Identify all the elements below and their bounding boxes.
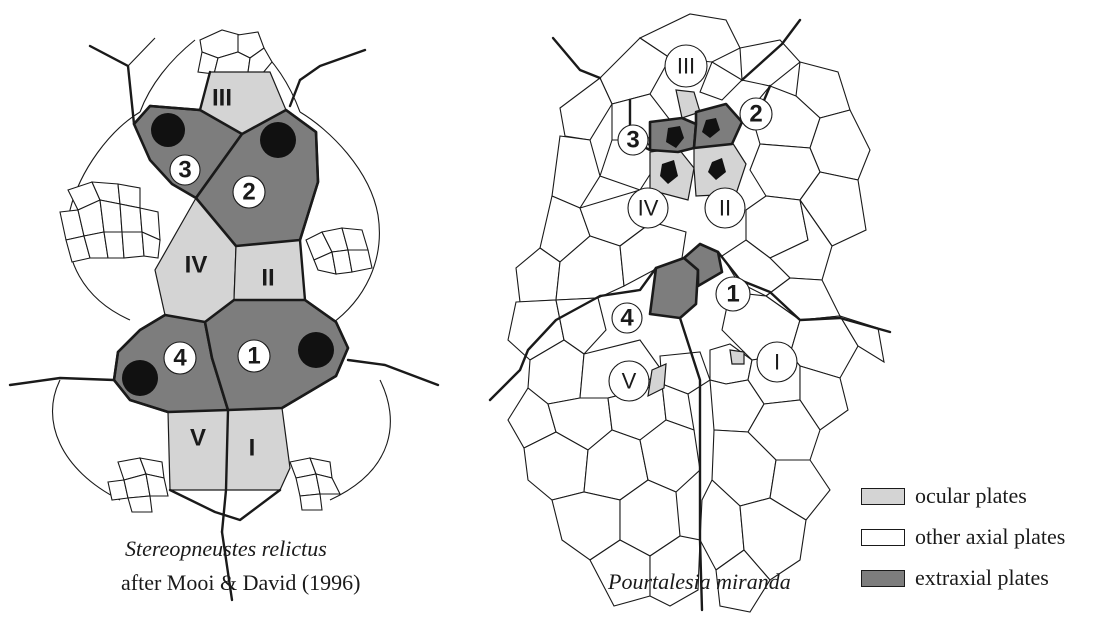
left-label-1: 1 — [247, 343, 260, 370]
left-pore-4 — [122, 360, 158, 396]
legend-item-ocular: ocular plates — [861, 483, 1027, 509]
right-label-3: 3 — [626, 127, 639, 154]
legend-swatch-extraxial — [861, 570, 905, 587]
left-label-4: 4 — [173, 345, 187, 372]
left-label-3: 3 — [178, 157, 191, 184]
right-label-IV: IV — [638, 196, 659, 221]
left-ocular-I — [226, 408, 290, 490]
top-cell-cluster — [198, 30, 272, 76]
right-label-1: 1 — [726, 281, 739, 308]
left-diagram: III 3 2 IV II 4 1 V I — [10, 30, 438, 600]
bottom-left-cells — [108, 458, 168, 512]
legend-label-axial: other axial plates — [915, 524, 1065, 550]
legend-label-extraxial: extraxial plates — [915, 565, 1049, 591]
legend-swatch-axial — [861, 529, 905, 546]
legend-item-extraxial: extraxial plates — [861, 565, 1049, 591]
right-extraxial-4 — [650, 258, 698, 318]
left-label-II: II — [261, 265, 274, 292]
right-caption-species: Pourtalesia miranda — [608, 569, 791, 595]
right-label-I: I — [774, 350, 780, 375]
right-label-V: V — [622, 369, 637, 394]
left-label-III: III — [212, 85, 232, 112]
left-caption-source: after Mooi & David (1996) — [121, 570, 361, 596]
left-label-V: V — [190, 425, 206, 452]
legend-item-axial: other axial plates — [861, 524, 1065, 550]
right-label-III: III — [677, 54, 695, 79]
left-pore-1 — [298, 332, 334, 368]
right-label-2: 2 — [749, 101, 762, 128]
left-caption-species: Stereopneustes relictus — [125, 536, 327, 562]
left-pore-2 — [260, 122, 296, 158]
left-label-IV: IV — [185, 252, 208, 279]
legend-label-ocular: ocular plates — [915, 483, 1027, 509]
left-side-cells — [60, 182, 160, 262]
left-pore-3 — [151, 113, 185, 147]
left-label-I: I — [249, 435, 256, 462]
legend-swatch-ocular — [861, 488, 905, 505]
right-label-II: II — [719, 196, 731, 221]
left-label-2: 2 — [242, 179, 255, 206]
right-diagram: III 3 2 IV II 4 1 V I — [490, 14, 890, 612]
right-side-cells — [306, 228, 372, 274]
right-ocular-I — [730, 350, 744, 364]
right-label-4: 4 — [620, 305, 634, 332]
bottom-right-cells — [290, 458, 340, 510]
